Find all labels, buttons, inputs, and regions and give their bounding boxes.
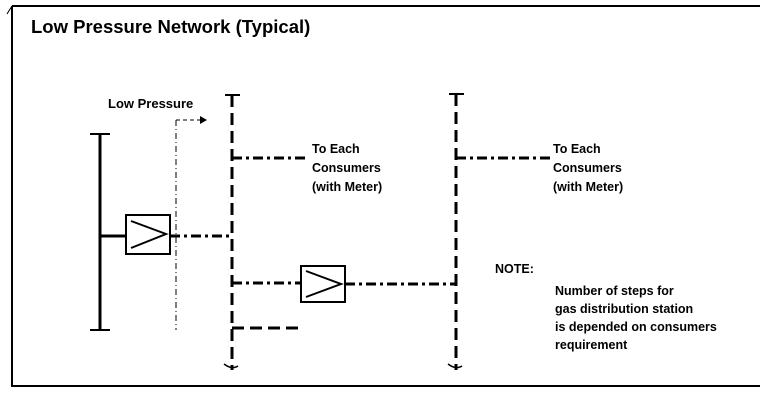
low-pressure-label: Low Pressure <box>108 96 194 111</box>
consumers-1-line1: To Each <box>312 142 360 156</box>
consumers-label-1: To Each Consumers (with Meter) <box>312 140 382 197</box>
note-line-3: is depended on consumers <box>555 320 717 334</box>
frame-border <box>11 5 760 387</box>
regulator-2-symbol <box>305 270 344 298</box>
regulator-1-symbol <box>130 220 169 249</box>
consumers-1-line2: Consumers <box>312 161 381 175</box>
consumers-2-line2: Consumers <box>553 161 622 175</box>
distribution-line-2-end-mark <box>447 363 463 369</box>
consumers-2-line3: (with Meter) <box>553 180 624 194</box>
distribution-line-1-end-mark <box>223 363 239 369</box>
note-prefix: NOTE: <box>495 262 534 276</box>
consumers-2-line1: To Each <box>553 142 601 156</box>
note-line-2: gas distribution station <box>555 302 694 316</box>
note-line-1: Number of steps for <box>555 284 674 298</box>
frame-corner-mark <box>6 5 13 15</box>
consumers-label-2: To Each Consumers (with Meter) <box>553 140 623 197</box>
note-text: Number of steps for gas distribution sta… <box>555 282 717 354</box>
low-pressure-arrowhead <box>200 116 207 124</box>
note-line-4: requirement <box>555 338 628 352</box>
consumers-1-line3: (with Meter) <box>312 180 383 194</box>
diagram-title: Low Pressure Network (Typical) <box>31 16 311 37</box>
